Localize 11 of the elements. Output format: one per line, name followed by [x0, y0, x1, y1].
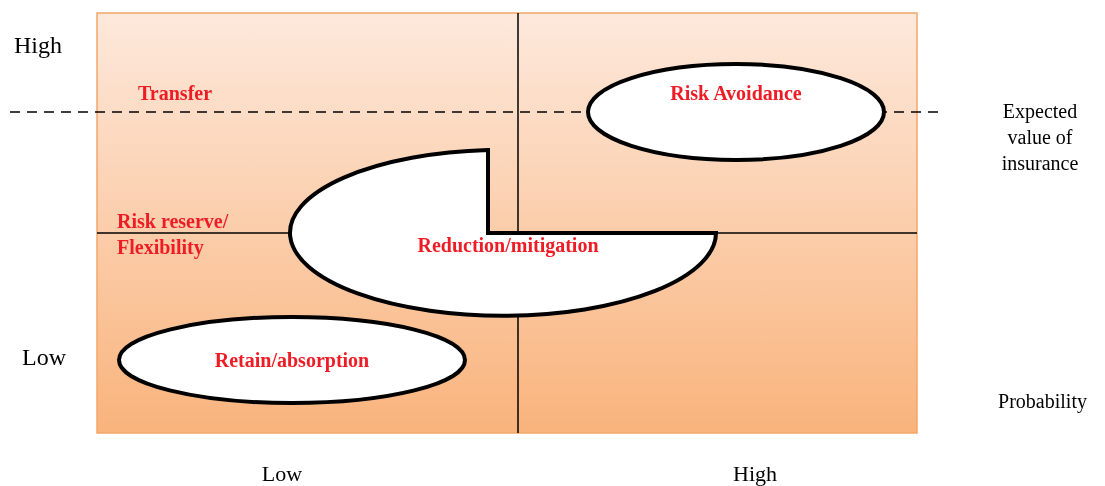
axis-label: Low: [22, 343, 67, 372]
node-label: Retain/absorption: [213, 348, 371, 374]
threshold-label: Expected value of insurance: [1000, 99, 1080, 176]
axis-title: Probability: [997, 389, 1088, 414]
strategy-label: Risk reserve/ Flexibility: [117, 209, 230, 260]
axis-label: High: [14, 31, 63, 60]
strategy-label: Transfer: [138, 81, 214, 106]
axis-label: Low: [260, 460, 304, 486]
node-label: Reduction/mitigation: [416, 233, 600, 259]
axis-label: High: [732, 460, 778, 486]
node-label: Risk Avoidance: [669, 81, 803, 106]
